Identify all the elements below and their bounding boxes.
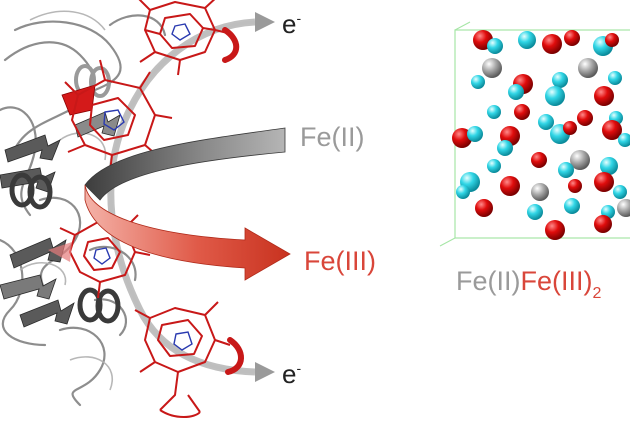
- heme-group-4: [134, 301, 231, 418]
- heme-group-1: [138, 0, 233, 76]
- atom-cluster: [452, 30, 630, 240]
- electron-label-bottom: e-: [282, 359, 301, 389]
- heme-group-3: [59, 214, 151, 299]
- fe3-label: Fe(III): [304, 246, 376, 276]
- formula-label: Fe(II)Fe(III)2: [456, 266, 602, 302]
- protein-cartoon: [0, 0, 275, 418]
- electron-label-top: e-: [282, 9, 301, 39]
- crystal-unit-cell: [439, 21, 630, 247]
- iron-transfer-arrow: [84, 127, 291, 281]
- fe2-label: Fe(II): [300, 122, 365, 152]
